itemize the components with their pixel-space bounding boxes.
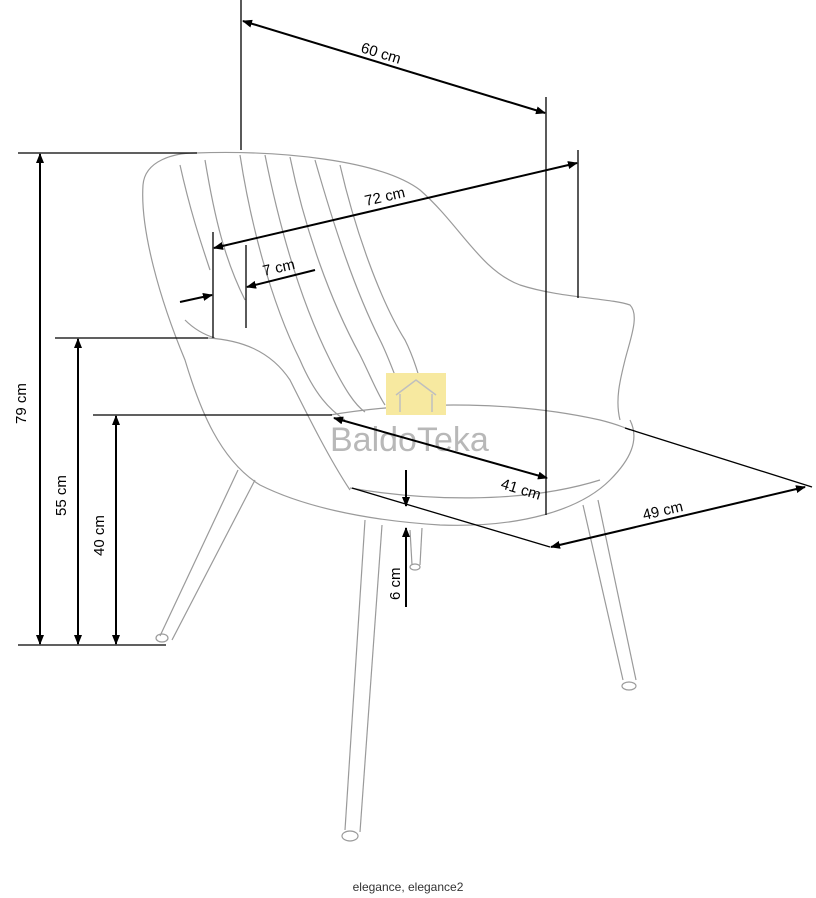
extension-lines bbox=[18, 0, 813, 646]
label-7: 7 cm bbox=[261, 256, 297, 280]
dim-72 bbox=[213, 161, 578, 250]
label-55: 55 cm bbox=[53, 475, 70, 516]
dim-7b bbox=[246, 269, 316, 289]
dim-7a bbox=[179, 293, 213, 303]
watermark-logo: BaldoTeka bbox=[330, 373, 489, 459]
label-72: 72 cm bbox=[363, 184, 407, 210]
label-79: 79 cm bbox=[13, 383, 30, 424]
dim-49 bbox=[550, 485, 806, 549]
chair-outline bbox=[142, 151, 637, 842]
label-6: 6 cm bbox=[387, 567, 404, 600]
product-caption: elegance, elegance2 bbox=[352, 880, 464, 894]
label-41: 41 cm bbox=[499, 476, 543, 504]
dim-41 bbox=[333, 416, 548, 480]
dim-60 bbox=[242, 19, 546, 115]
label-40: 40 cm bbox=[91, 515, 108, 556]
